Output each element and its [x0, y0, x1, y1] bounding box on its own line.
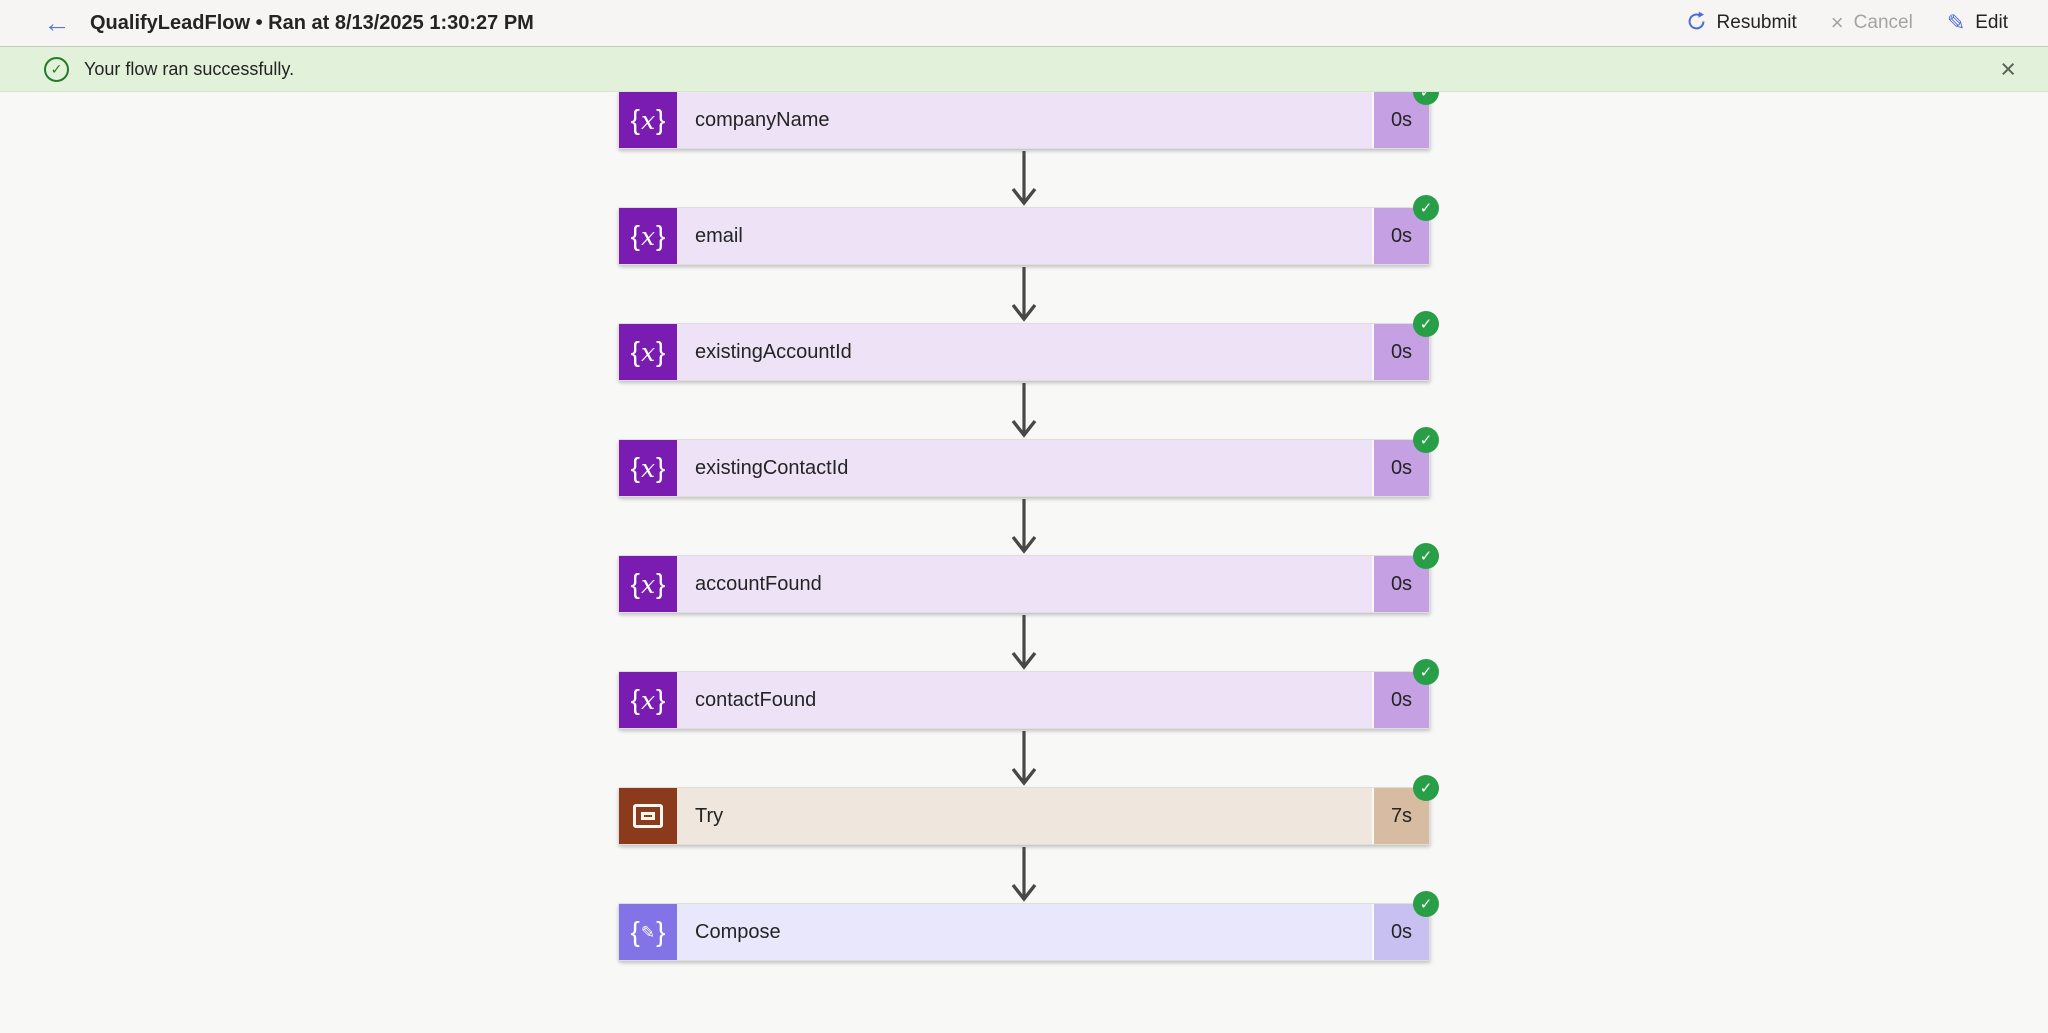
status-succeeded-icon: ✓ [1413, 891, 1439, 917]
node-label: Compose [695, 920, 781, 943]
connector-arrow-icon [1011, 267, 1037, 322]
resubmit-label: Resubmit [1716, 12, 1797, 33]
run-header: ← QualifyLeadFlow • Ran at 8/13/2025 1:3… [0, 0, 2048, 47]
cancel-label: Cancel [1853, 12, 1913, 33]
connector-arrow-icon [1011, 499, 1037, 554]
refresh-icon [1686, 11, 1707, 36]
check-circle-icon: ✓ [44, 56, 69, 82]
flow-node[interactable]: {x} contactFound 0s ✓ [618, 659, 1439, 729]
status-succeeded-icon: ✓ [1413, 427, 1439, 453]
scope-icon [619, 788, 677, 844]
banner-message: Your flow ran successfully. [84, 58, 295, 79]
cancel-x-icon: × [1830, 10, 1844, 35]
node-label: existingAccountId [695, 340, 852, 363]
node-label: Try [695, 804, 724, 827]
header-actions: Resubmit × Cancel ✎ Edit [1686, 11, 2008, 36]
connector-arrow-icon [1011, 615, 1037, 670]
success-banner: ✓ Your flow ran successfully. × [0, 47, 2048, 92]
status-succeeded-icon: ✓ [1413, 311, 1439, 337]
variable-icon: {x} [619, 208, 677, 264]
connector-arrow-icon [1011, 731, 1037, 786]
flow-node[interactable]: {✎} Compose 0s ✓ [618, 891, 1439, 961]
variable-icon: {x} [619, 324, 677, 380]
status-succeeded-icon: ✓ [1413, 659, 1439, 685]
flow-node[interactable]: {x} accountFound 0s ✓ [618, 543, 1439, 613]
pencil-icon: ✎ [1946, 10, 1966, 35]
cancel-button: × Cancel [1831, 12, 1913, 34]
flow-node[interactable]: {x} existingContactId 0s ✓ [618, 427, 1439, 497]
run-title: QualifyLeadFlow • Ran at 8/13/2025 1:30:… [90, 11, 534, 34]
flow-node[interactable]: {x} companyName 0s ✓ [618, 79, 1439, 149]
flow-node[interactable]: {x} email 0s ✓ [618, 195, 1439, 265]
connector-arrow-icon [1011, 847, 1037, 902]
variable-icon: {x} [619, 92, 677, 148]
connector-arrow-icon [1011, 151, 1037, 206]
resubmit-button[interactable]: Resubmit [1686, 11, 1797, 36]
compose-icon: {✎} [619, 904, 677, 960]
node-label: companyName [695, 108, 830, 131]
status-succeeded-icon: ✓ [1413, 195, 1439, 221]
node-label: contactFound [695, 688, 817, 711]
node-label: accountFound [695, 572, 822, 595]
flow-node[interactable]: {x} existingAccountId 0s ✓ [618, 311, 1439, 381]
variable-icon: {x} [619, 440, 677, 496]
variable-icon: {x} [619, 672, 677, 728]
edit-label: Edit [1975, 12, 2008, 33]
edit-button[interactable]: ✎ Edit [1947, 12, 2008, 34]
node-label: email [695, 224, 743, 247]
status-succeeded-icon: ✓ [1413, 775, 1439, 801]
flow-node[interactable]: Try 7s ✓ [618, 775, 1439, 845]
status-succeeded-icon: ✓ [1413, 543, 1439, 569]
node-duration: 0s [1372, 904, 1429, 960]
variable-icon: {x} [619, 556, 677, 612]
back-arrow-icon[interactable]: ← [40, 6, 74, 40]
banner-close-icon[interactable]: × [2000, 54, 2016, 84]
connector-arrow-icon [1011, 383, 1037, 438]
node-label: existingContactId [695, 456, 849, 479]
